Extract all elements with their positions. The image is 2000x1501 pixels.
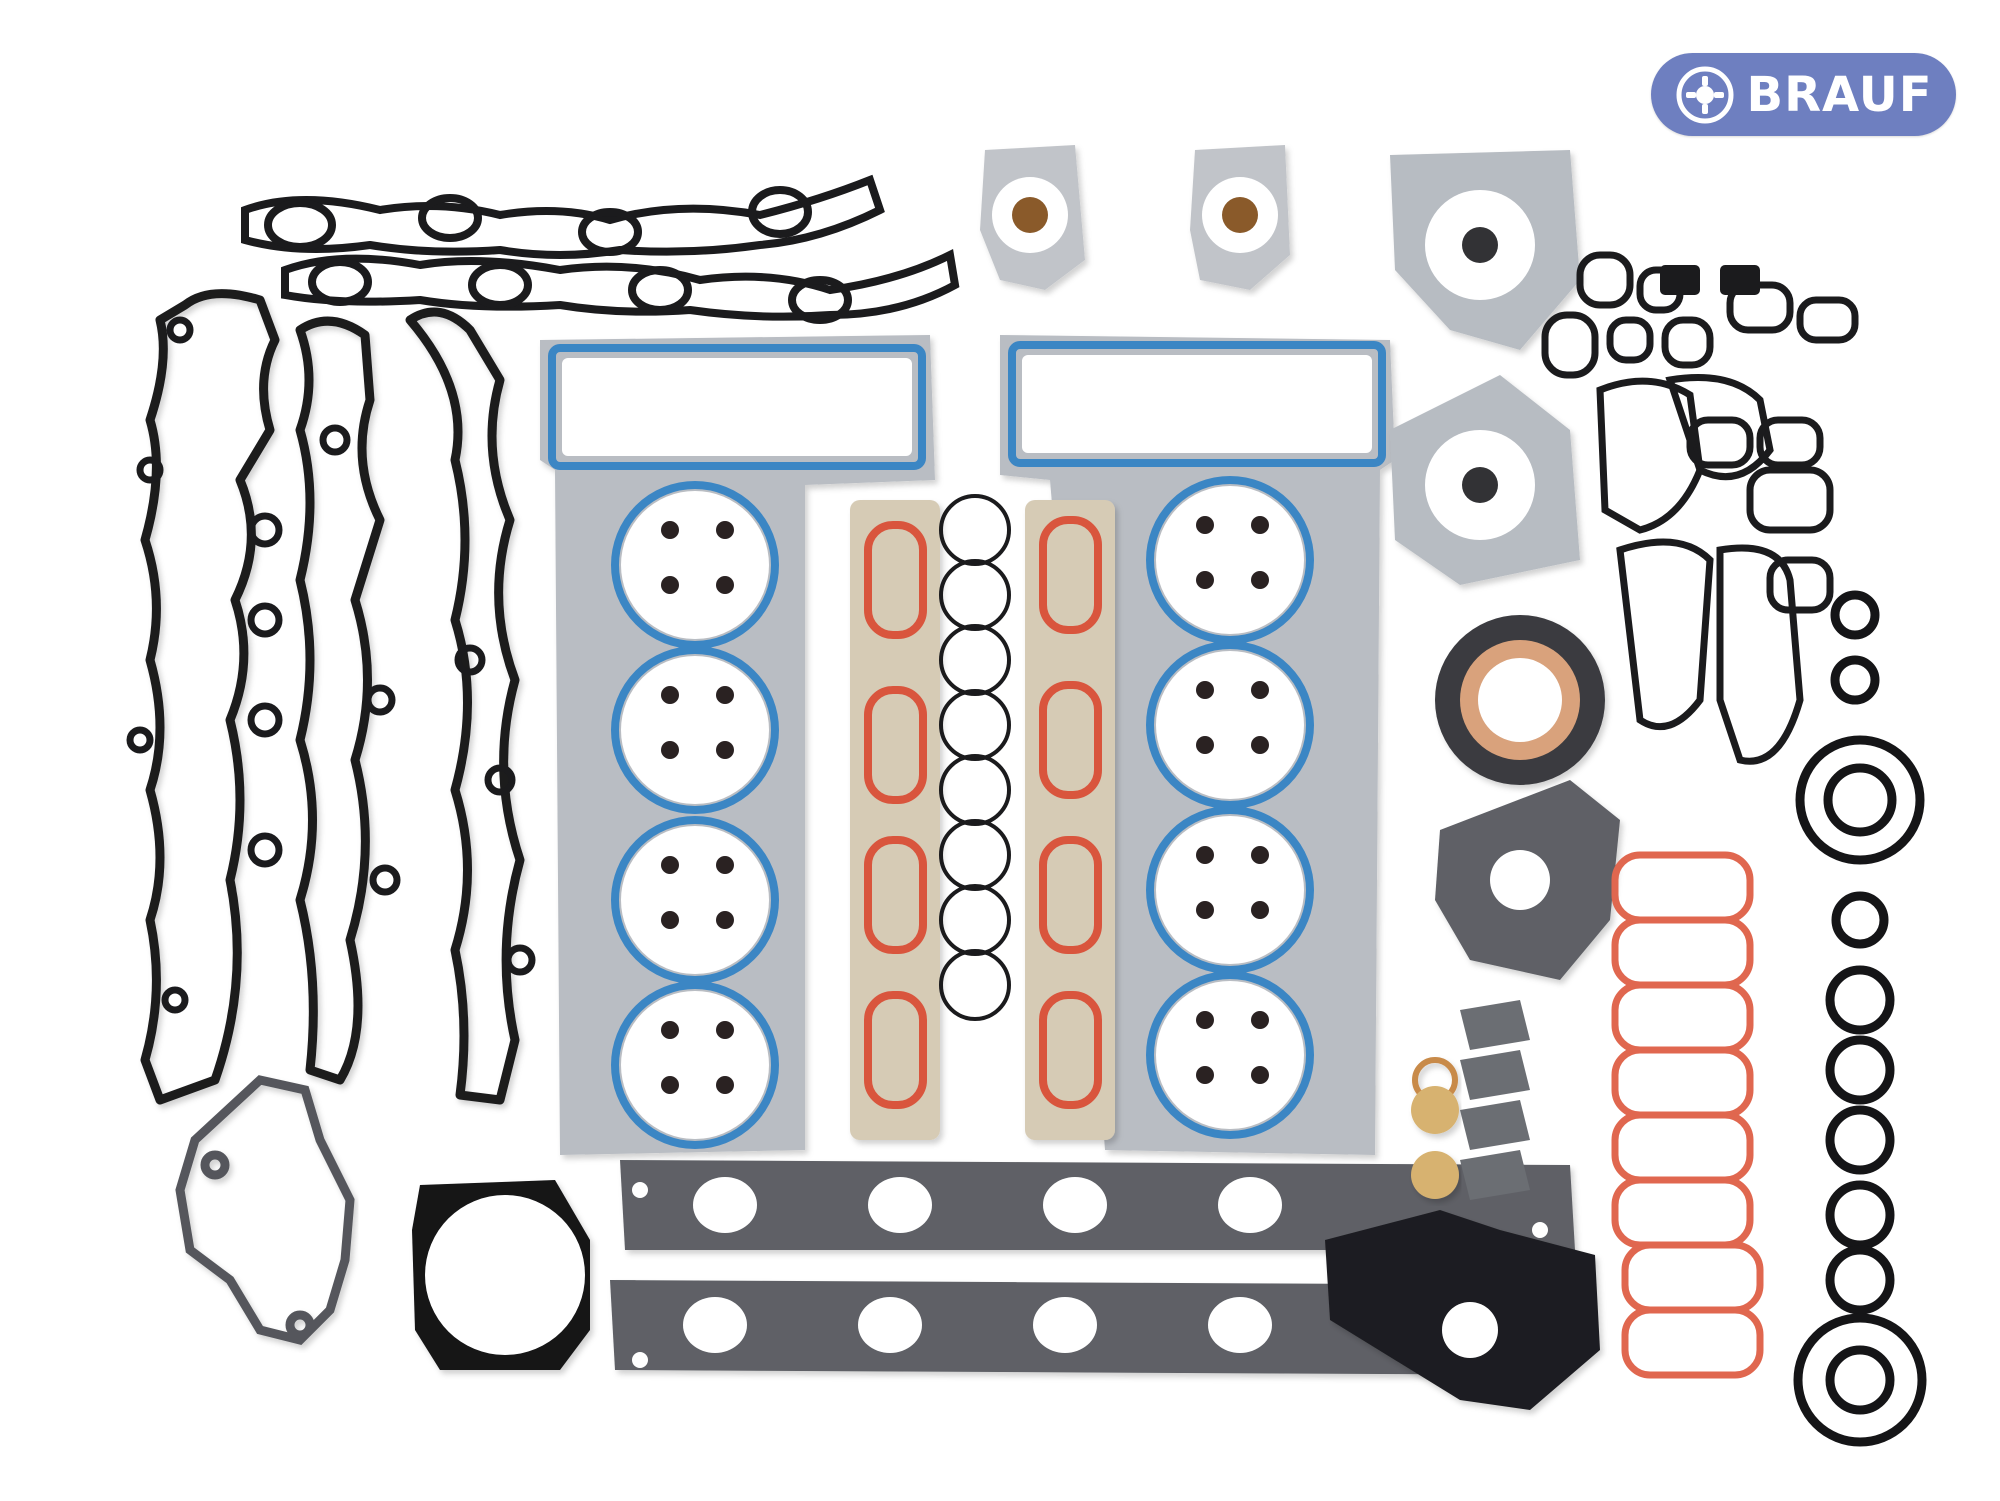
throttle-body-gasket (412, 1180, 590, 1370)
cylinder-head-gasket-left (540, 335, 935, 1155)
orange-seal-column (1611, 851, 1764, 1379)
valve-cover-gasket-left (140, 289, 525, 1105)
brauf-logo-icon (1676, 66, 1733, 123)
brand-name: BRAUF (1746, 66, 1933, 123)
copper-washers (1411, 1057, 1459, 1199)
exhaust-metal-plates (1390, 150, 1580, 585)
brand-logo: BRAUF (1651, 53, 1956, 136)
timing-cover-gasket (175, 1075, 355, 1345)
small-rubber-blocks (1660, 265, 1760, 295)
center-o-rings (939, 494, 1011, 1021)
exhaust-manifold-gaskets (610, 1160, 1575, 1375)
crankshaft-seal (1435, 615, 1605, 785)
timing-chain-gasket-right (1325, 780, 1620, 1410)
turbo-flange-gaskets (980, 145, 1290, 290)
small-flange-gaskets (1460, 1000, 1530, 1200)
intake-seal-rings-top (241, 174, 960, 324)
intake-manifold-gaskets (850, 500, 1115, 1140)
shaft-seals-right (1793, 590, 1927, 1447)
valve-cover-bolt-seals (126, 316, 536, 1014)
